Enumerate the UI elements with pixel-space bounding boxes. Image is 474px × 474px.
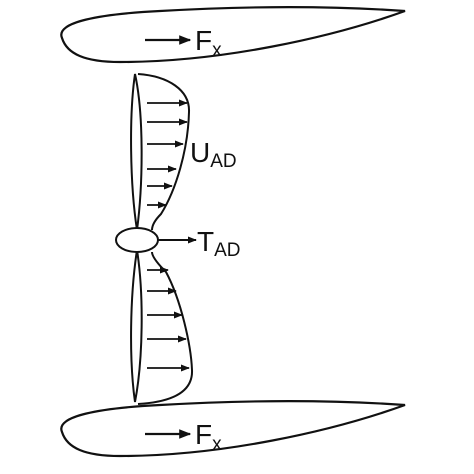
lower-airfoil — [60, 400, 406, 458]
upper-velocity-arrows — [147, 99, 188, 209]
thrust-label: TAD — [197, 226, 241, 261]
lower-velocity-arrows — [147, 266, 190, 372]
force-label-bottom: Fx — [195, 419, 222, 455]
force-label-top: Fx — [195, 25, 222, 61]
upper-airfoil — [60, 6, 406, 64]
lower-rotor-blade — [130, 249, 143, 403]
upper-rotor-blade — [130, 73, 143, 231]
velocity-profile — [137, 73, 194, 405]
velocity-label: UAD — [190, 137, 237, 172]
rotor-hub — [115, 227, 159, 253]
